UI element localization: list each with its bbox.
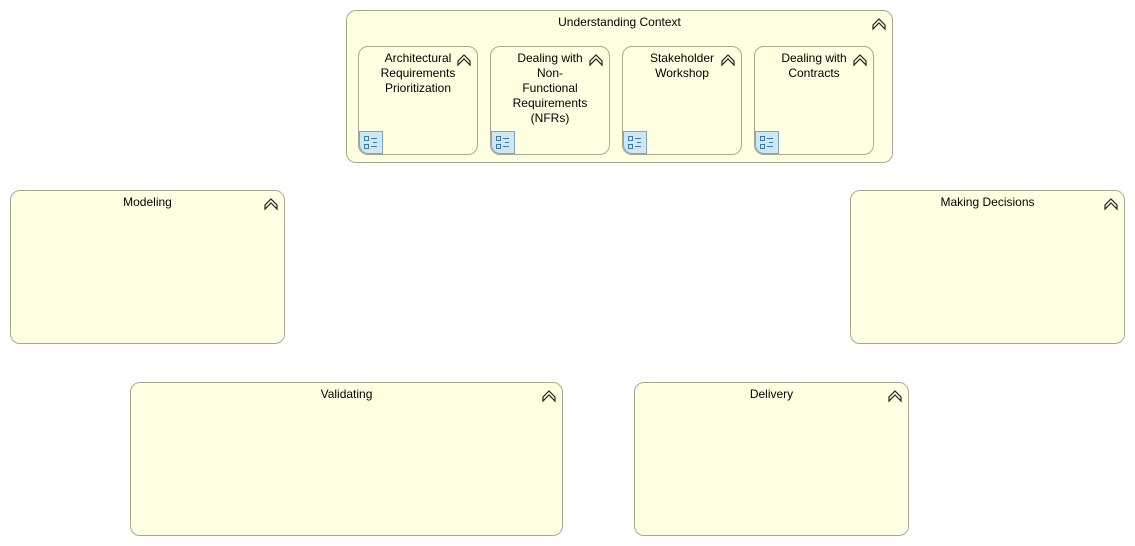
process-badge [359,131,383,154]
chevron-up-icon [1103,196,1119,212]
child-dealing-with-nfrs[interactable]: Dealing with Non- Functional Requirement… [490,46,610,155]
chevron-up-icon [456,52,472,68]
child-label: Dealing with Contracts [781,51,847,80]
process-icon [496,136,510,150]
child-dealing-with-contracts[interactable]: Dealing with Contracts [754,46,874,155]
child-architectural-requirements-prioritization[interactable]: Architectural Requirements Prioritizatio… [358,46,478,155]
group-title: Validating [320,387,373,401]
chevron-up-icon [720,52,736,68]
process-badge [491,131,515,154]
child-label: Architectural Requirements Prioritizatio… [380,51,456,95]
chevron-up-icon [588,52,604,68]
group-title: Understanding Context [558,15,681,29]
chevron-up-icon [263,196,279,212]
chevron-up-icon [871,16,887,32]
group-making-decisions[interactable]: Making Decisions [850,190,1125,344]
group-validating[interactable]: Validating [130,382,563,536]
process-badge [755,131,779,154]
group-title: Delivery [749,387,794,401]
chevron-up-icon [541,388,557,404]
process-icon [364,136,378,150]
child-label: Stakeholder Workshop [649,51,715,80]
group-modeling[interactable]: Modeling [10,190,285,344]
chevron-up-icon [887,388,903,404]
group-delivery[interactable]: Delivery [634,382,909,536]
process-icon [628,136,642,150]
group-title: Modeling [123,195,172,209]
group-understanding-context[interactable]: Understanding Context Architectural Requ… [346,10,893,163]
process-icon [760,136,774,150]
child-label: Dealing with Non- Functional Requirement… [512,51,588,125]
child-stakeholder-workshop[interactable]: Stakeholder Workshop [622,46,742,155]
chevron-up-icon [852,52,868,68]
process-badge [623,131,647,154]
group-title: Making Decisions [940,195,1035,209]
